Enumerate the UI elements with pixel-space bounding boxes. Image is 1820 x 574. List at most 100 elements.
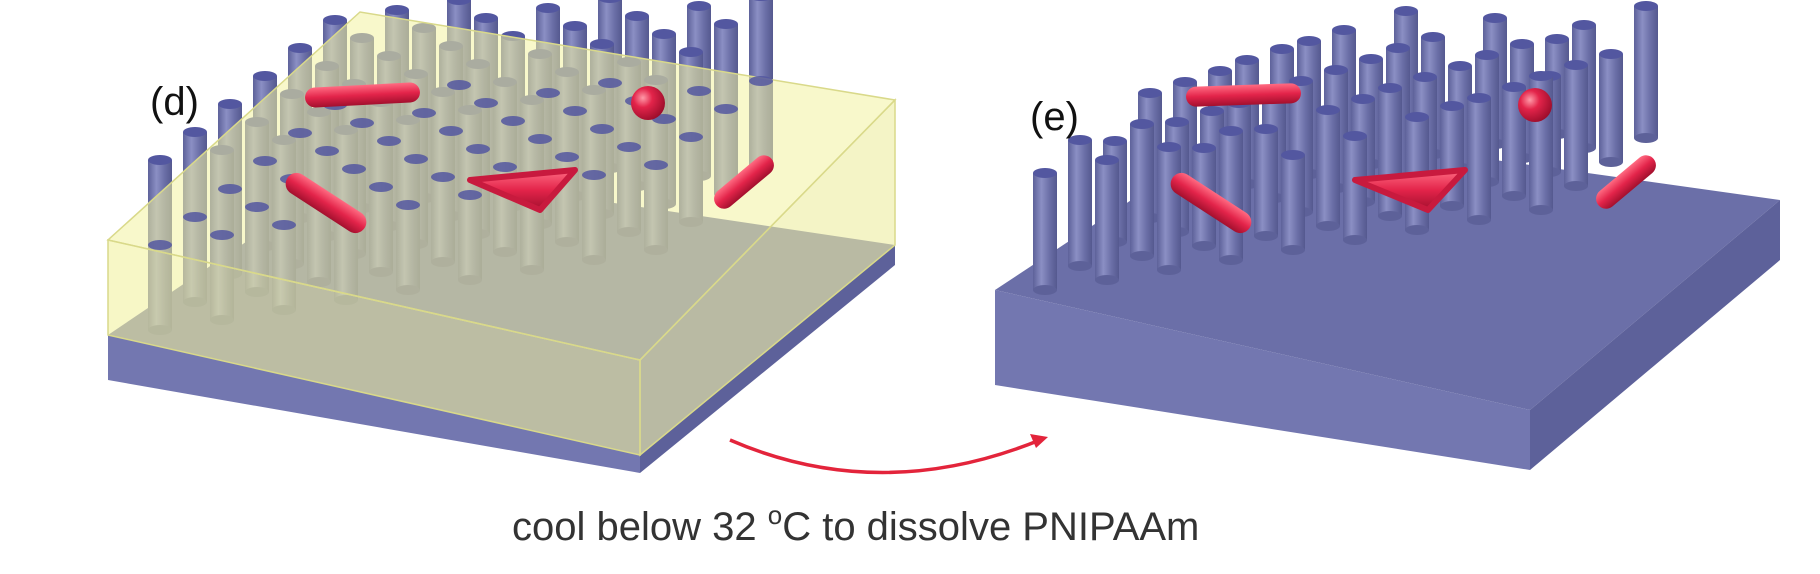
pillar-d-surface-4 bbox=[536, 88, 560, 98]
pillar-d-surface-22 bbox=[466, 144, 490, 154]
pillar-e-top-8 bbox=[1270, 44, 1294, 54]
pillar-e-top-28 bbox=[1289, 76, 1313, 86]
pillar-d-top-7 bbox=[474, 13, 498, 23]
pillar-d-surface-15 bbox=[590, 124, 614, 134]
pillar-e-top-36 bbox=[1254, 124, 1278, 134]
pillar-e-body-45 bbox=[1095, 160, 1119, 280]
nanorod-e-3 bbox=[1596, 155, 1656, 209]
pillar-e-body-36 bbox=[1254, 129, 1278, 236]
pillar-e-body-9 bbox=[1599, 54, 1623, 162]
transition-arrow bbox=[729, 434, 1048, 475]
pillar-e-top-34 bbox=[1405, 112, 1429, 122]
pillar-e-top-45 bbox=[1095, 155, 1119, 165]
nanorod-d-3 bbox=[714, 155, 774, 209]
pillar-d-surface-17 bbox=[288, 128, 312, 138]
pillar-e-base-1 bbox=[1634, 133, 1658, 143]
pillar-e-body-41 bbox=[1130, 124, 1154, 256]
panel-d: (d) bbox=[106, 0, 897, 473]
pillar-d-surface-41 bbox=[183, 212, 207, 222]
pillar-e-base-43 bbox=[1068, 261, 1092, 271]
pillar-d-top-18 bbox=[679, 47, 703, 57]
pillar-e-base-31 bbox=[1467, 215, 1491, 225]
nanorod-e-1 bbox=[1186, 83, 1301, 107]
pillar-d-surface-27 bbox=[644, 160, 668, 170]
pillar-d-surface-21 bbox=[617, 142, 641, 152]
pillar-d-surface-14 bbox=[350, 118, 374, 128]
particles-e bbox=[1170, 83, 1656, 234]
pillar-e-body-18 bbox=[1564, 65, 1588, 186]
pillar-d-surface-44 bbox=[148, 240, 172, 250]
panel-e: (e) bbox=[995, 1, 1780, 470]
panel-label-d: (d) bbox=[150, 80, 199, 124]
pillar-d-top-4 bbox=[536, 3, 560, 13]
pillar-d-surface-2 bbox=[447, 80, 471, 90]
pillar-d-top-6 bbox=[625, 11, 649, 21]
pillar-d-top-2 bbox=[447, 0, 471, 5]
pillar-e-top-31 bbox=[1467, 93, 1491, 103]
nanorod-d-1 bbox=[305, 82, 420, 108]
pillar-d-surface-10 bbox=[563, 106, 587, 116]
sphere-e bbox=[1518, 88, 1552, 122]
substrate-d-side bbox=[640, 245, 895, 473]
pillar-e-top-30 bbox=[1138, 88, 1162, 98]
pillar-d-surface-19 bbox=[528, 134, 552, 144]
pillar-e-top-25 bbox=[1440, 101, 1464, 111]
pillar-e-base-33 bbox=[1316, 221, 1340, 231]
pillar-e-base-42 bbox=[1219, 255, 1243, 265]
pillar-e-top-41 bbox=[1130, 119, 1154, 129]
pillar-e-top-38 bbox=[1103, 136, 1127, 146]
pillar-e-top-0 bbox=[1545, 34, 1569, 44]
pillar-e-top-42 bbox=[1219, 126, 1243, 136]
pillar-e-base-40 bbox=[1281, 245, 1305, 255]
pillar-e-top-19 bbox=[1324, 65, 1348, 75]
pillar-e-top-44 bbox=[1157, 142, 1181, 152]
arrow-head bbox=[1030, 434, 1048, 448]
pillar-e-base-22 bbox=[1502, 191, 1526, 201]
pillar-e-base-45 bbox=[1095, 275, 1119, 285]
pillar-d-surface-43 bbox=[210, 230, 234, 240]
pillar-e-top-17 bbox=[1235, 55, 1259, 65]
pillar-e-top-33 bbox=[1316, 105, 1340, 115]
pillar-e-base-9 bbox=[1599, 157, 1623, 167]
substrate-e-front bbox=[995, 290, 1530, 470]
pillar-e-top-4 bbox=[1572, 20, 1596, 30]
pillar-d-surface-38 bbox=[396, 200, 420, 210]
pillar-e-top-3 bbox=[1483, 13, 1507, 23]
pillar-e-top-14 bbox=[1297, 36, 1321, 46]
pillar-d-top-17 bbox=[288, 43, 312, 53]
pillar-e-top-15 bbox=[1386, 43, 1410, 53]
pillar-d-surface-20 bbox=[377, 136, 401, 146]
pillar-e-base-25 bbox=[1440, 201, 1464, 211]
pillar-d-surface-23 bbox=[315, 146, 339, 156]
pillar-e-top-7 bbox=[1510, 39, 1534, 49]
pillar-e-top-39 bbox=[1192, 143, 1216, 153]
pillar-d-top-26 bbox=[253, 71, 277, 81]
pillar-e-base-29 bbox=[1378, 211, 1402, 221]
pillar-d-surface-3 bbox=[687, 86, 711, 96]
pillar-e-body-1 bbox=[1634, 6, 1658, 138]
triangle-d bbox=[467, 167, 578, 213]
pillar-d-top-3 bbox=[687, 1, 711, 11]
pillar-e-top-40 bbox=[1281, 150, 1305, 160]
pillar-e-top-20 bbox=[1413, 72, 1437, 82]
pillar-e-top-26 bbox=[1200, 106, 1224, 116]
pillar-d-top-35 bbox=[218, 99, 242, 109]
pillar-e-top-27 bbox=[1529, 71, 1553, 81]
pillar-e-top-29 bbox=[1378, 83, 1402, 93]
pillar-d-surface-18 bbox=[679, 132, 703, 142]
pillar-e-body-46 bbox=[1033, 173, 1057, 290]
pillar-e-top-2 bbox=[1394, 6, 1418, 16]
pillar-e-top-43 bbox=[1068, 135, 1092, 145]
pillar-d-surface-13 bbox=[501, 116, 525, 126]
pillar-d-surface-11 bbox=[412, 108, 436, 118]
pillar-e-body-44 bbox=[1157, 147, 1181, 270]
pillar-e-top-18 bbox=[1564, 60, 1588, 70]
pillar-e-top-22 bbox=[1502, 82, 1526, 92]
substrate-d-front bbox=[108, 335, 640, 473]
pillar-e-base-18 bbox=[1564, 181, 1588, 191]
pillar-e-top-12 bbox=[1208, 66, 1232, 76]
pillar-e-base-27 bbox=[1529, 205, 1553, 215]
nanorod-e-2 bbox=[1170, 172, 1252, 234]
pillar-e-base-37 bbox=[1343, 235, 1367, 245]
pillar-d-surface-31 bbox=[431, 172, 455, 182]
